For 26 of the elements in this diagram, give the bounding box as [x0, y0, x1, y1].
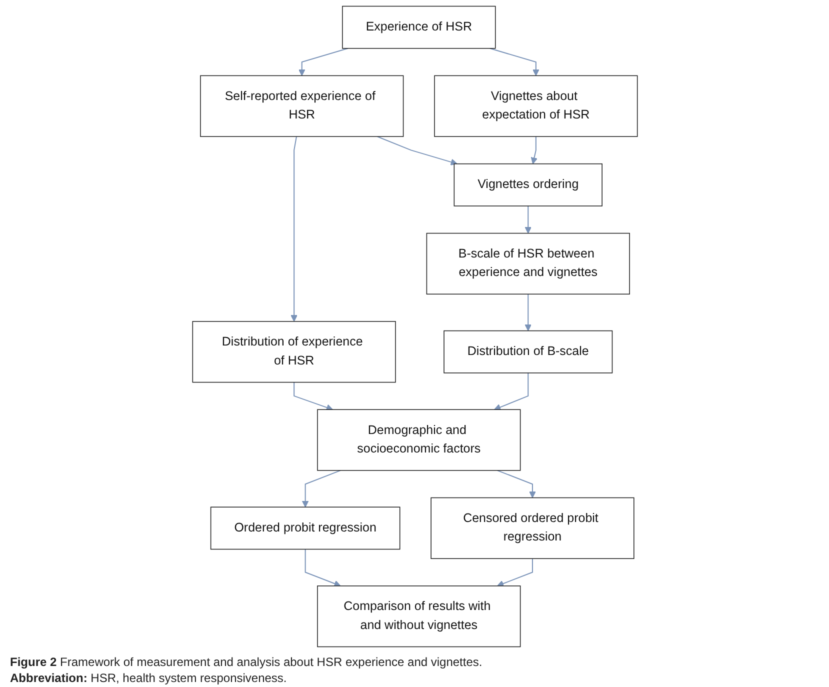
arrow [496, 558, 532, 587]
arrow [530, 136, 538, 164]
node-box: Distribution of B-scale [443, 330, 612, 374]
node-box: Censored ordered probit regression [430, 497, 634, 559]
node-box: Experience of HSR [342, 6, 496, 49]
arrow [304, 549, 340, 587]
node-box: Comparison of results with and without vignettes [316, 586, 520, 648]
node-box: Self-reported experience of HSR [200, 75, 404, 137]
arrow [524, 294, 532, 332]
node-box: B-scale of HSR between experience and vignettes [426, 232, 630, 295]
abbreviation-note: Abbreviation: HSR, health system responsiveness. [10, 671, 288, 685]
arrow [301, 470, 340, 508]
node-box: Vignettes ordering [453, 163, 602, 206]
node-box: Vignettes about expectation of HSR [434, 75, 638, 137]
node-box: Demographic and socioeconomic factors [316, 409, 520, 471]
arrow [290, 136, 297, 322]
arrow [376, 136, 457, 166]
node-box: Ordered probit regression [210, 506, 400, 550]
arrow [524, 206, 532, 234]
figure-caption: Figure 2 Framework of measurement and analysis about HSR experience and vignettes. [10, 655, 484, 669]
arrow [489, 48, 539, 76]
node-box: Distribution of experience of HSR [192, 321, 396, 383]
arrow [496, 470, 536, 498]
arrow [298, 48, 348, 76]
arrow [293, 382, 333, 411]
arrow [493, 372, 528, 410]
